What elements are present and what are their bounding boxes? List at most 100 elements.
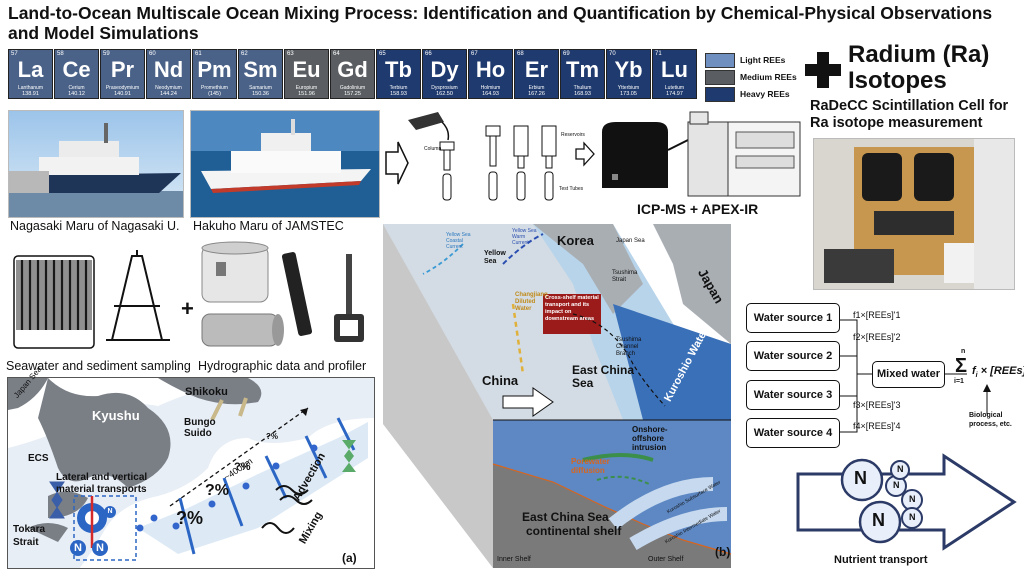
- element-name: Promethium: [201, 85, 228, 91]
- element-symbol: Ho: [475, 57, 506, 82]
- label-outer-shelf: Outer Shelf: [648, 556, 684, 563]
- right-arrow-icon: [385, 141, 409, 185]
- atomic-weight: 173.05: [620, 91, 637, 97]
- sum-bottom: i=1: [954, 378, 964, 385]
- element-symbol: La: [17, 57, 44, 82]
- label-kyushu: Kyushu: [92, 408, 140, 423]
- atomic-weight: 168.93: [574, 91, 591, 97]
- element-name: Holmium: [480, 85, 501, 91]
- atomic-number: 62: [241, 51, 248, 57]
- hydro-caption: Hydrographic data and profiler: [198, 359, 367, 373]
- nutrient-n-2: N: [872, 510, 885, 530]
- radecc-illustration: [814, 139, 1014, 289]
- panel-b-label: (b): [715, 545, 731, 559]
- atomic-number: 65: [379, 51, 386, 57]
- atomic-number: 61: [195, 51, 202, 57]
- water-source-box-1: Water source 1: [746, 303, 840, 333]
- nutrient-transport-label: Nutrient transport: [834, 554, 928, 566]
- atomic-weight: 164.93: [482, 91, 499, 97]
- water-source-box-4: Water source 4: [746, 418, 840, 448]
- icpms-caption: ICP-MS + APEX-IR: [637, 201, 759, 217]
- element-name: Lanthanum: [17, 85, 44, 91]
- atomic-weight: 144.24: [160, 91, 177, 97]
- atomic-weight: 151.96: [298, 91, 315, 97]
- mixed-water-box: Mixed water: [872, 361, 945, 388]
- element-name: Thulium: [573, 85, 592, 91]
- water-source-box-2: Water source 2: [746, 341, 840, 371]
- label-lateral-1: Lateral and vertical: [56, 472, 148, 483]
- page-title: Land-to-Ocean Multiscale Ocean Mixing Pr…: [8, 3, 993, 43]
- element-symbol: Dy: [430, 57, 459, 82]
- label-shikoku: Shikoku: [185, 386, 228, 398]
- atomic-number: 68: [517, 51, 524, 57]
- label-korea: Korea: [557, 233, 594, 248]
- nutrient-n-a1: N: [70, 540, 86, 556]
- unknown-fraction-4: ?%: [266, 432, 278, 441]
- legend-entry: Light REEs: [705, 52, 797, 68]
- element-name: Praseodymium: [105, 85, 140, 91]
- element-symbol: Eu: [292, 57, 321, 82]
- plus-icon: [805, 52, 841, 88]
- label-japan-sea-b: Japan Sea: [616, 238, 645, 244]
- label-shelf-2: continental shelf: [526, 524, 622, 538]
- nutrient-n-a2: N: [92, 540, 108, 556]
- element-symbol: Ce: [62, 57, 91, 82]
- label-tokara-1: Tokara: [13, 524, 46, 535]
- column-label: Column: [424, 146, 442, 152]
- nutrient-n-a3: N: [104, 506, 116, 518]
- mixing-formula: fi × [REEs]'i: [972, 365, 1024, 380]
- nutrient-n-3: N: [893, 480, 900, 490]
- label-shelf-1: East China Sea: [522, 510, 609, 524]
- atomic-weight: 174.97: [666, 91, 683, 97]
- element-name: Lutetium: [664, 85, 685, 91]
- element-name: Gadolinium: [339, 85, 366, 91]
- water-source-box-3: Water source 3: [746, 380, 840, 410]
- label-cross-shelf: Cross-shelf material transport and its i…: [545, 295, 599, 322]
- element-symbol: Sm: [243, 57, 278, 82]
- label-tsushima-strait: Tsushima Strait: [612, 270, 638, 283]
- bio-label-1: Biological: [969, 412, 1003, 419]
- label-ywc: Yellow Sea Warm Current: [512, 228, 537, 246]
- atomic-number: 67: [471, 51, 478, 57]
- element-name: Ytterbium: [617, 85, 640, 91]
- nutrient-n-1: N: [854, 468, 867, 488]
- atomic-number: 71: [655, 51, 662, 57]
- panel-a-label: (a): [342, 551, 357, 565]
- mixing-term-1: f1×[REEs]'1: [853, 310, 901, 320]
- hakuho-caption: Hakuho Maru of JAMSTEC: [193, 219, 344, 233]
- label-onshore-intrusion: Onshore- offshore intrusion: [632, 425, 668, 452]
- radium-line2: Isotopes: [848, 67, 947, 94]
- element-name: Samarium: [249, 85, 272, 91]
- legend-swatch: [705, 69, 735, 85]
- profiler-illustration: [201, 241, 364, 347]
- unknown-fraction-1: ?%: [176, 508, 203, 528]
- legend-swatch: [705, 52, 735, 68]
- atomic-weight: 140.12: [68, 91, 85, 97]
- nagasaki-caption: Nagasaki Maru of Nagasaki U.: [10, 219, 180, 233]
- ship-illustration: [9, 111, 183, 217]
- element-symbol: Er: [524, 57, 549, 82]
- element-name: Erbium: [528, 85, 545, 91]
- element-symbol: Yb: [614, 57, 643, 82]
- label-tsushima-branch: Tsushima Channel Branch: [616, 337, 642, 357]
- bio-label-2: process, etc.: [969, 421, 1012, 428]
- atomic-weight: 162.50: [436, 91, 453, 97]
- label-ecs-a: ECS: [28, 453, 49, 464]
- radium-heading: Radium (Ra) Isotopes: [848, 42, 989, 94]
- atomic-weight: 150.36: [252, 91, 269, 97]
- mixing-connectors: [840, 319, 991, 433]
- atomic-number: 60: [149, 51, 156, 57]
- atomic-number: 70: [609, 51, 616, 57]
